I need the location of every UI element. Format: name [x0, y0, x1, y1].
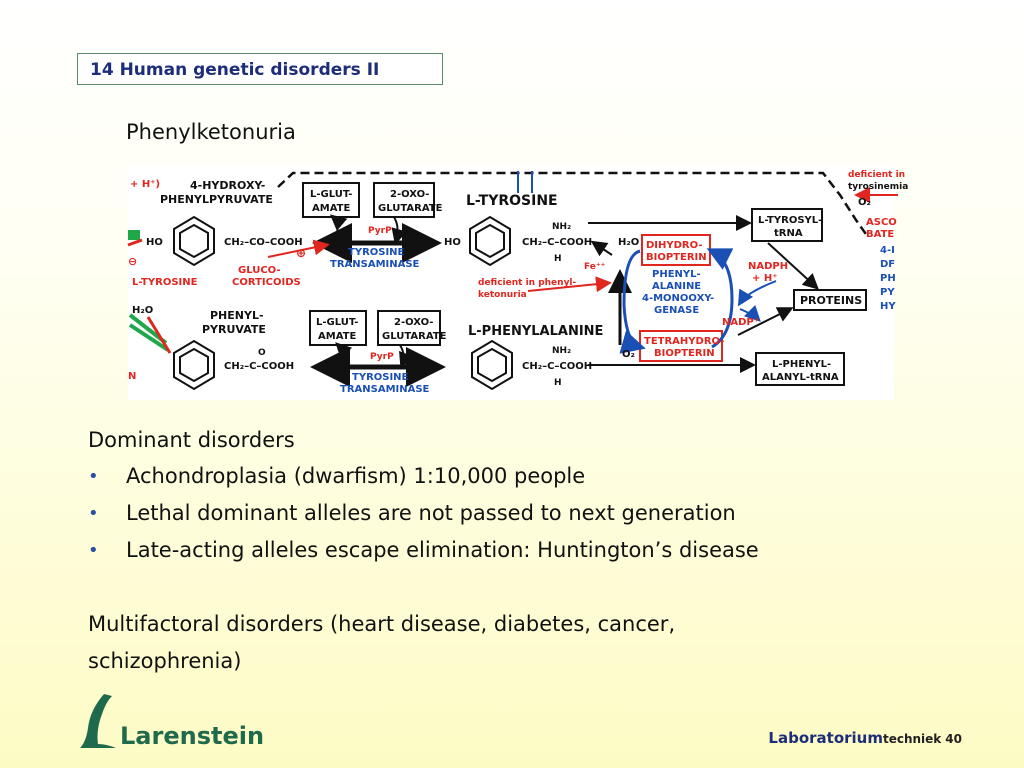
tyrosyl-label-2: tRNA	[774, 228, 803, 239]
ch2-co-cooh-label: CH₂–CO–COOH	[224, 237, 303, 248]
tyrosine-transaminase-1b: TRANSAMINASE	[330, 259, 420, 270]
lphenylalanyl-label-1: L-PHENYL-	[772, 359, 831, 370]
right-label-5: HY	[880, 301, 896, 312]
deficient-pheny-1: deficient in phenyl-	[478, 278, 577, 288]
lglut-label-2: AMATE	[312, 203, 350, 214]
dihydro-label-1: DIHYDRO-	[646, 240, 702, 251]
dihydro-label-2: BIOPTERIN	[646, 252, 707, 263]
larenstein-logo-icon	[80, 694, 116, 748]
enzyme-label-3: 4-MONOOXY-	[642, 293, 714, 304]
asco-label-1: ASCO	[866, 217, 897, 228]
enzyme-label-1: PHENYL-	[652, 269, 701, 280]
tyrosine-transaminase-2b: TRANSAMINASE	[340, 384, 430, 395]
bullet-text: Achondroplasia (dwarfism) 1:10,000 peopl…	[126, 464, 586, 488]
deficient-top-1: deficient in	[848, 170, 905, 180]
enzyme-label-4: GENASE	[654, 305, 699, 316]
h2o-label-1: H₂O	[618, 237, 639, 248]
phenyl-pyruvate-label-2: PYRUVATE	[202, 323, 266, 336]
fe-label: Fe⁺⁺	[584, 262, 606, 272]
pyrp-label-2: PyrP	[370, 352, 394, 362]
lglut-label-1: L-GLUT-	[310, 189, 352, 200]
h-label-2: H	[554, 378, 562, 388]
phenyl-pyruvate-label-1: PHENYL-	[210, 309, 264, 322]
deficient-top-2: tyrosinemia	[848, 182, 908, 192]
ch2-c-cooh-label-2: CH₂–C–COOH	[224, 361, 294, 372]
slide-title-box: 14 Human genetic disorders II	[77, 53, 443, 85]
l-tyrosine-left-label: L-TYROSINE	[132, 277, 198, 288]
bullet-icon: •	[88, 540, 99, 561]
proteins-label: PROTEINS	[800, 294, 862, 307]
bullet-text: Lethal dominant alleles are not passed t…	[126, 501, 736, 525]
pyrp-label-1: PyrP	[368, 226, 392, 236]
h2o-left-label: H₂O	[132, 305, 153, 316]
slide-subtitle: Phenylketonuria	[126, 120, 296, 144]
right-label-2: DF	[880, 259, 895, 270]
ho-label-1: HO	[146, 237, 163, 248]
dominant-heading: Dominant disorders	[88, 428, 295, 452]
lphenylalanyl-label-2: ALANYL-tRNA	[762, 372, 839, 383]
right-label-3: PH	[880, 273, 896, 284]
page-number: 40	[945, 732, 962, 746]
footer-tech: techniek	[882, 732, 942, 746]
multifactoral-line-2: schizophrenia)	[88, 649, 242, 673]
plus-sign: ⊕	[296, 246, 306, 260]
o-label: O	[258, 348, 266, 358]
multifactoral-line-1: Multifactoral disorders (heart disease, …	[88, 612, 676, 636]
bullet-text: Late-acting alleles escape elimination: …	[126, 538, 759, 562]
logo-text: Larenstein	[120, 722, 265, 750]
n-left-label: N	[128, 371, 136, 382]
tyrosine-transaminase-2a: TYROSINE	[352, 372, 409, 383]
lglut-b-label-1: L-GLUT-	[316, 317, 358, 328]
tyrosine-transaminase-1a: TYROSINE	[348, 247, 405, 258]
pathway-svg: + H⁺) 4-HYDROXY- PHENYLPYRUVATE L-GLUT- …	[127, 170, 908, 395]
asco-label-2: BATE	[866, 229, 894, 240]
ho-label-2: HO	[444, 237, 461, 248]
tyrosyl-label-1: L-TYROSYL-	[758, 215, 822, 226]
o2-bottom: O₂	[622, 349, 635, 360]
nadph-label-1: NADPH	[748, 261, 788, 272]
ch2-c-cooh-label-3: CH₂–C–COOH	[522, 361, 592, 372]
tetrahydro-label-2: BIOPTERIN	[654, 348, 715, 359]
ch2-c-cooh-label-1: CH₂–C–COOH	[522, 237, 592, 248]
l-tyrosine-label: L-TYROSINE	[466, 193, 558, 209]
oxo-b-label-2: GLUTARATE	[382, 331, 447, 342]
nh2-label-2: NH₂	[552, 346, 571, 356]
nadph-label-2: + H⁺	[752, 273, 778, 284]
oxo-b-label-1: 2-OXO-	[394, 317, 433, 328]
footer-lab: Laboratorium	[768, 729, 883, 747]
bullet-icon: •	[88, 503, 99, 524]
gluco-label-1: GLUCO-	[238, 265, 281, 276]
nadp-label: NADP⁺	[722, 317, 759, 328]
oxo-label-2: GLUTARATE	[378, 203, 443, 214]
lglut-b-label-2: AMATE	[318, 331, 356, 342]
enzyme-label-2: ALANINE	[652, 281, 701, 292]
o2-top: O₂	[858, 197, 871, 208]
right-label-1: 4-I	[880, 245, 895, 256]
hydroxy-label-2: PHENYLPYRUVATE	[160, 193, 273, 206]
minus-sign: ⊖	[128, 255, 137, 268]
oxo-label-1: 2-OXO-	[390, 189, 429, 200]
dashed-feedback-line	[277, 171, 870, 238]
right-label-4: PY	[880, 287, 895, 298]
phenylketonuria-pathway-diagram: + H⁺) 4-HYDROXY- PHENYLPYRUVATE L-GLUT- …	[127, 165, 908, 400]
l-phenylalanine-label: L-PHENYLALANINE	[468, 324, 603, 339]
h-label-1: H	[554, 254, 562, 264]
bullet-icon: •	[88, 466, 99, 487]
nh2-label-1: NH₂	[552, 222, 571, 232]
hydroxy-label-1: 4-HYDROXY-	[190, 179, 265, 192]
h-plus-label: + H⁺)	[130, 179, 160, 190]
slide-title: 14 Human genetic disorders II	[90, 60, 380, 80]
gluco-label-2: CORTICOIDS	[232, 277, 301, 288]
tetrahydro-label-1: TETRAHYDRO-	[644, 336, 724, 347]
deficient-pheny-2: ketonuria	[478, 290, 527, 300]
